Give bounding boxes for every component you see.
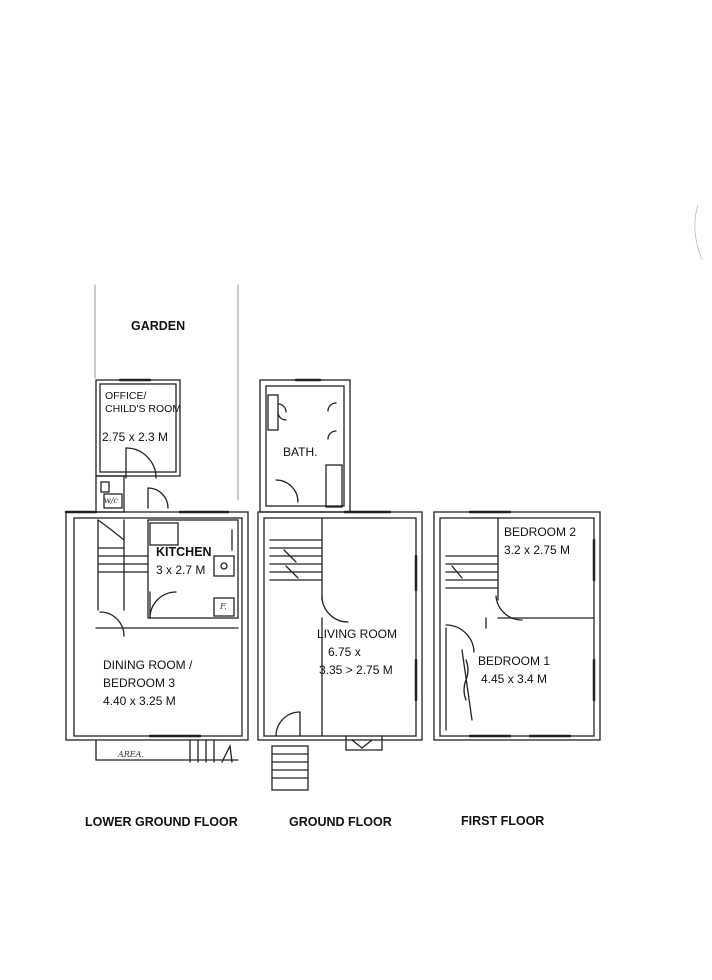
- bedroom-1-dimensions: 4.45 x 3.4 M: [481, 672, 548, 686]
- lower-ground-floor-title: LOWER GROUND FLOOR: [85, 815, 238, 829]
- dining-room-label: DINING ROOM /: [103, 658, 193, 672]
- living-room-dimensions-1: 6.75 x: [328, 645, 361, 659]
- garden-label: GARDEN: [131, 319, 186, 333]
- bedroom-2-dimensions: 3.2 x 2.75 M: [504, 543, 571, 557]
- living-room-label: LIVING ROOM: [317, 627, 398, 641]
- kitchen-dimensions: 3 x 2.7 M: [156, 563, 206, 577]
- paper-edge-marks: [694, 204, 703, 261]
- first-floor-title: FIRST FLOOR: [461, 814, 545, 828]
- living-room-dimensions-2: 3.35 > 2.75 M: [319, 663, 393, 677]
- dining-room-dimensions: 4.40 x 3.25 M: [103, 694, 176, 708]
- wc-label: w/c: [104, 496, 119, 505]
- lower-ground-floor-walls: [64, 378, 249, 763]
- first-floor-walls: [433, 510, 601, 741]
- office-label-2: CHILD'S ROOM: [105, 403, 182, 415]
- kitchen-label: KITCHEN: [156, 545, 212, 559]
- bedroom-2-label: BEDROOM 2: [504, 525, 577, 539]
- bath-label: BATH.: [283, 445, 318, 459]
- office-dimensions: 2.75 x 2.3 M: [102, 430, 169, 444]
- office-label: OFFICE/: [105, 390, 147, 402]
- fridge-label: F.: [220, 602, 227, 611]
- ground-floor-title: GROUND FLOOR: [289, 815, 392, 829]
- bedroom-3-label: BEDROOM 3: [103, 676, 176, 690]
- garden-fence-lines: [94, 284, 239, 501]
- ground-floor-walls: [257, 378, 423, 791]
- bedroom-1-label: BEDROOM 1: [478, 654, 551, 668]
- area-label: AREA.: [118, 750, 144, 759]
